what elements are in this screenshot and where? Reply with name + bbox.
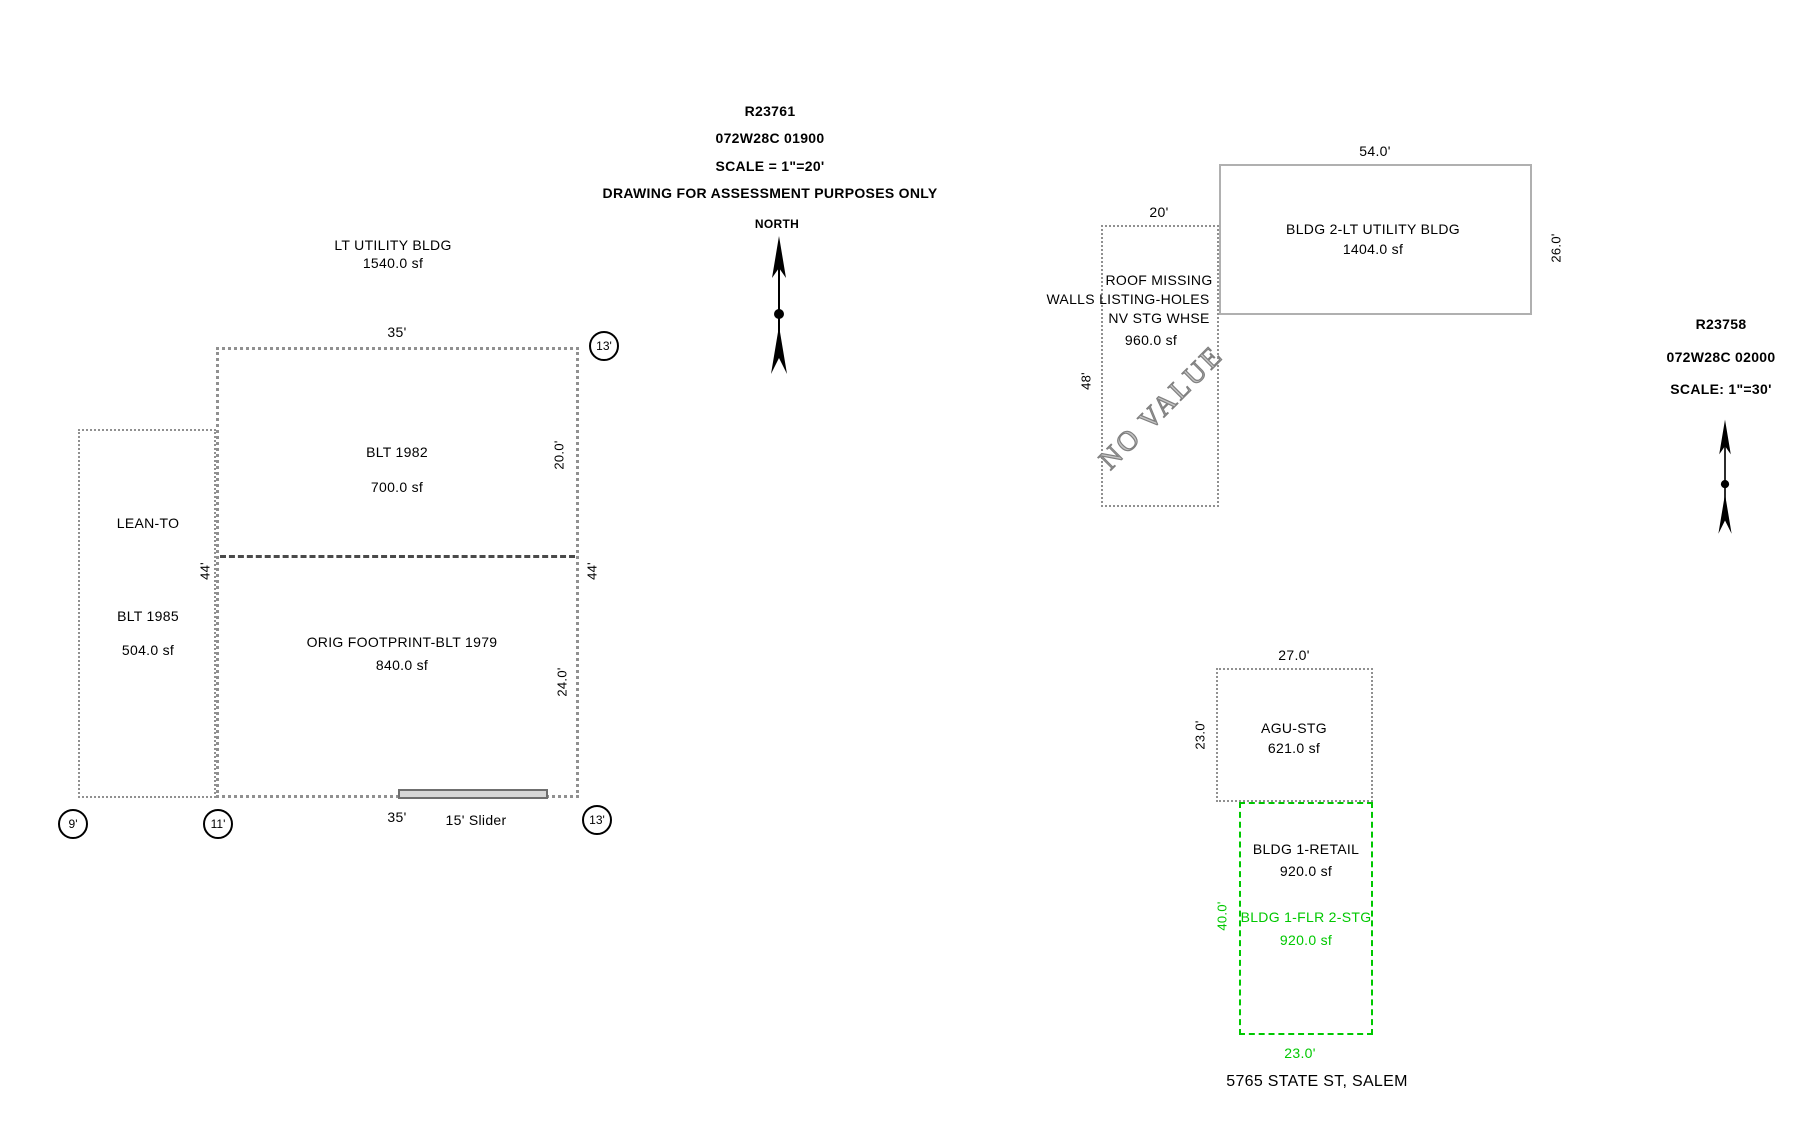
dim-lower-right: 24.0' <box>554 667 570 697</box>
whse-note-1: ROOF MISSING <box>1105 272 1213 288</box>
agu-title: AGU-STG <box>1261 720 1327 736</box>
north-arrow-icon <box>766 234 792 389</box>
lean-to-outline <box>78 429 216 798</box>
agu-dim-top: 27.0' <box>1278 647 1310 663</box>
dim-left-44: 44' <box>197 562 213 580</box>
bldg1-flr2-title: BLDG 1-FLR 2-STG <box>1240 909 1372 925</box>
north-arrow-icon <box>1714 418 1736 547</box>
dim-top: 35' <box>387 324 407 340</box>
left-building-title: LT UTILITY BLDG <box>334 237 452 253</box>
main-building-outline <box>216 347 579 798</box>
lean-to-title: LEAN-TO <box>116 515 180 531</box>
bldg1-dim-left: 40.0' <box>1214 901 1230 931</box>
agu-outline <box>1216 668 1373 802</box>
whse-outline <box>1101 225 1219 507</box>
left-record-id: R23761 <box>744 103 796 119</box>
agu-dim-left: 23.0' <box>1192 720 1208 750</box>
bldg2-title: BLDG 2-LT UTILITY BLDG <box>1286 221 1460 237</box>
upper-room-built: BLT 1982 <box>366 444 428 460</box>
right-record-id: R23758 <box>1695 316 1747 332</box>
corner-dim-top-right: 13' <box>589 331 619 361</box>
bldg1-dim-bottom: 23.0' <box>1284 1045 1316 1061</box>
whse-title: NV STG WHSE <box>1108 310 1210 326</box>
north-label: NORTH <box>754 217 800 231</box>
right-map-taxlot: 072W28C 02000 <box>1666 349 1776 365</box>
right-scale-note: SCALE: 1"=30' <box>1670 381 1772 397</box>
dim-bottom: 35' <box>387 809 407 825</box>
left-building-area: 1540.0 sf <box>362 255 424 271</box>
whse-note-2: WALLS LISTING-HOLES <box>1046 291 1210 307</box>
bldg2-dim-right: 26.0' <box>1548 233 1564 263</box>
corner-dim-bottom-left: 9' <box>58 809 88 839</box>
whse-dim-top: 20' <box>1149 204 1169 220</box>
whse-dim-left: 48' <box>1078 372 1094 390</box>
bldg1-flr2-area: 920.0 sf <box>1279 932 1333 948</box>
dim-right-44: 44' <box>584 562 600 580</box>
bldg1-title: BLDG 1-RETAIL <box>1252 841 1360 857</box>
corner-dim-bottom-right: 13' <box>582 805 612 835</box>
whse-area: 960.0 sf <box>1124 332 1178 348</box>
corner-dim-bottom-mid: 11' <box>203 809 233 839</box>
dim-upper-right: 20.0' <box>551 440 567 470</box>
assessment-disclaimer: DRAWING FOR ASSESSMENT PURPOSES ONLY <box>602 185 938 201</box>
interior-wall-divider <box>220 555 575 558</box>
property-address: 5765 STATE ST, SALEM <box>1226 1073 1408 1090</box>
bldg1-outline <box>1239 802 1373 1035</box>
upper-room-area: 700.0 sf <box>370 479 424 495</box>
lean-to-area: 504.0 sf <box>121 642 175 658</box>
bldg2-area: 1404.0 sf <box>1342 241 1404 257</box>
bldg2-dim-top: 54.0' <box>1359 143 1391 159</box>
left-map-taxlot: 072W28C 01900 <box>715 130 825 146</box>
lower-room-built: ORIG FOOTPRINT-BLT 1979 <box>306 634 498 650</box>
left-scale-note: SCALE = 1"=20' <box>715 158 825 174</box>
slider-door-bar <box>398 789 548 799</box>
bldg2-outline <box>1219 164 1532 315</box>
slider-label: 15' Slider <box>445 812 507 828</box>
bldg1-area: 920.0 sf <box>1279 863 1333 879</box>
agu-area: 621.0 sf <box>1267 740 1321 756</box>
lean-to-built: BLT 1985 <box>117 608 179 624</box>
lower-room-area: 840.0 sf <box>375 657 429 673</box>
